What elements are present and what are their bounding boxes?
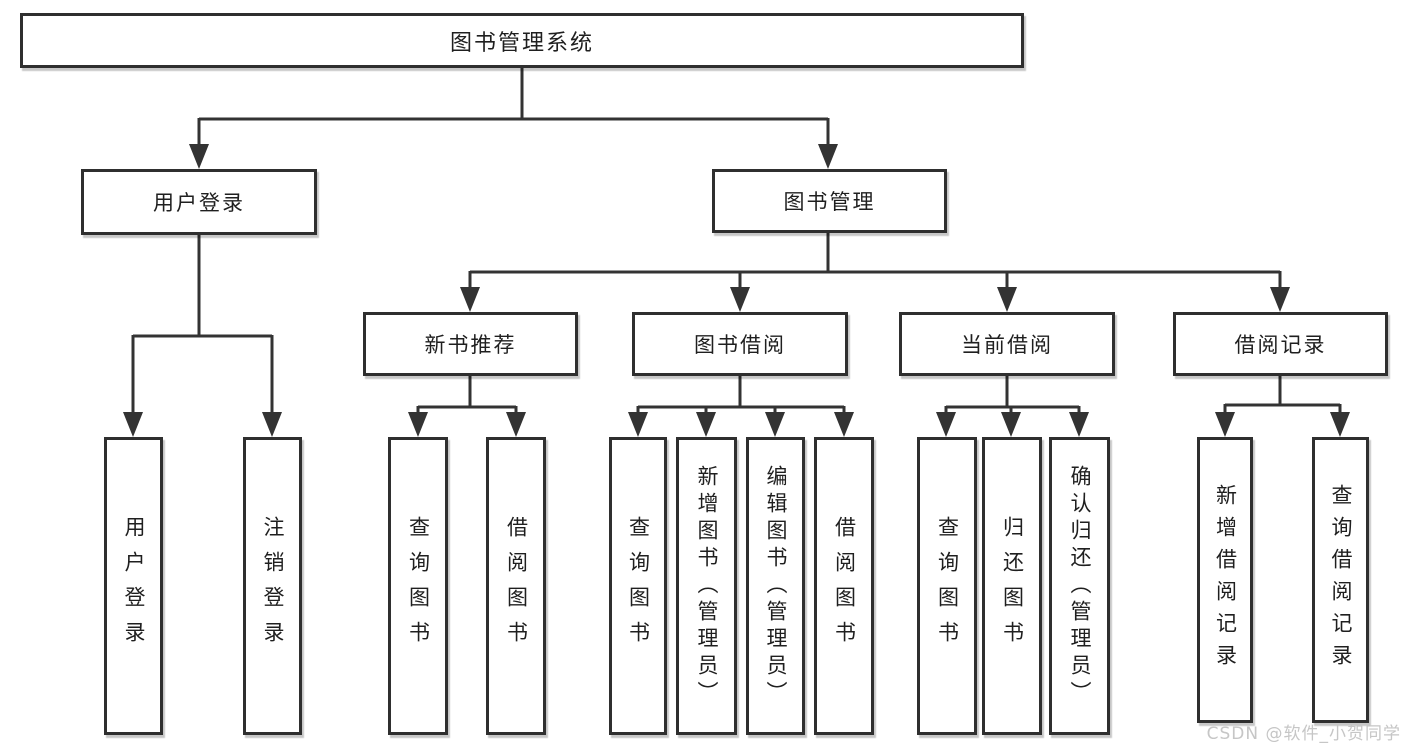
node-label: 查询图书	[935, 516, 960, 656]
node-new-book-recommend: 新书推荐	[363, 312, 578, 376]
node-label: 借阅图书	[832, 516, 857, 656]
node-current-borrow: 当前借阅	[899, 312, 1115, 376]
node-label: 查询图书	[626, 516, 651, 656]
node-label: 确认归还（管理员）	[1068, 464, 1092, 708]
node-label: 用户登录	[122, 516, 146, 656]
node-book-management: 图书管理	[712, 169, 947, 233]
node-leaf-logout: 注销登录	[243, 437, 302, 735]
node-leaf-nb-borrow-book: 借阅图书	[486, 437, 546, 735]
node-label: 查询借阅记录	[1329, 484, 1353, 676]
node-leaf-cb-return-book: 归还图书	[982, 437, 1042, 735]
node-label: 注销登录	[261, 516, 285, 656]
node-label: 编辑图书（管理员）	[764, 464, 788, 708]
node-label: 借阅图书	[504, 516, 529, 656]
node-label: 图书管理系统	[449, 30, 594, 56]
node-label: 查询图书	[406, 516, 431, 656]
node-label: 归还图书	[1000, 516, 1025, 656]
node-library-management-system: 图书管理系统	[20, 13, 1024, 68]
node-leaf-bb-add-book-admin: 新增图书（管理员）	[676, 437, 737, 735]
node-leaf-bb-borrow-book: 借阅图书	[814, 437, 874, 735]
node-leaf-bb-edit-book-admin: 编辑图书（管理员）	[746, 437, 805, 735]
node-leaf-bb-query-book: 查询图书	[609, 437, 667, 735]
node-label: 新增图书（管理员）	[695, 464, 719, 708]
node-label: 当前借阅	[961, 333, 1053, 357]
node-leaf-br-add-record: 新增借阅记录	[1197, 437, 1253, 723]
node-label: 借阅记录	[1234, 333, 1327, 357]
node-leaf-user-login: 用户登录	[104, 437, 163, 735]
node-borrow-record: 借阅记录	[1173, 312, 1388, 376]
node-leaf-cb-query-book: 查询图书	[917, 437, 977, 735]
node-leaf-cb-confirm-return-admin: 确认归还（管理员）	[1049, 437, 1110, 735]
node-leaf-nb-query-book: 查询图书	[388, 437, 448, 735]
node-book-borrow: 图书借阅	[632, 312, 848, 376]
csdn-watermark: CSDN @软件_小贺同学	[1206, 724, 1401, 744]
node-label: 图书管理	[783, 190, 876, 214]
node-label: 新增借阅记录	[1213, 484, 1238, 676]
node-label: 用户登录	[153, 191, 245, 215]
node-label: 新书推荐	[424, 333, 517, 357]
node-user-login: 用户登录	[81, 169, 317, 235]
node-label: 图书借阅	[694, 333, 786, 357]
node-leaf-br-query-record: 查询借阅记录	[1312, 437, 1369, 723]
